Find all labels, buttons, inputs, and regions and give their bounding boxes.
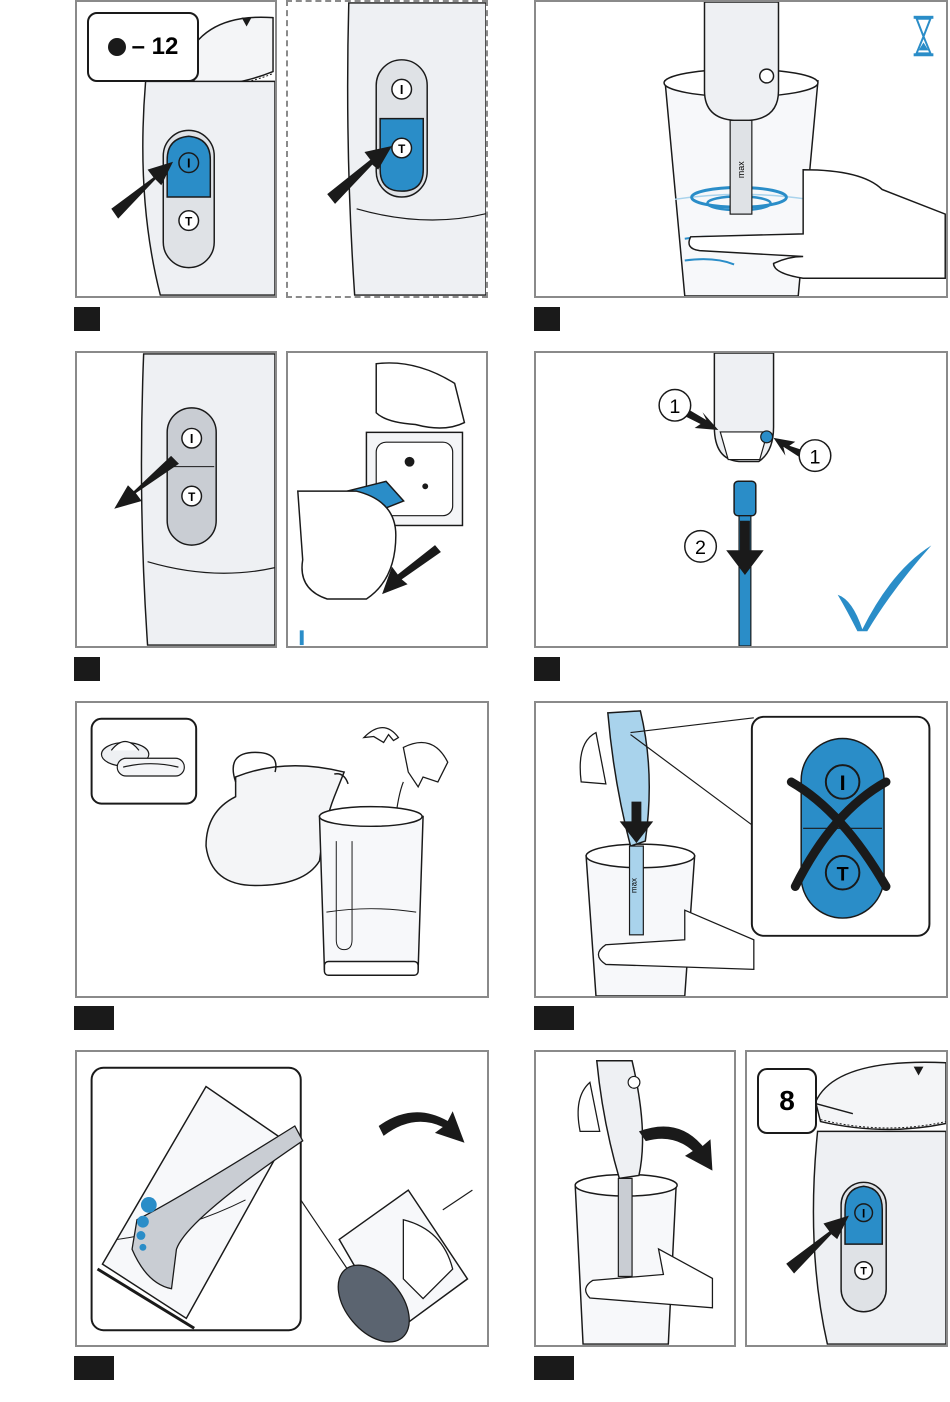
pull-down-arrow-icon [726,521,763,575]
checkmark-icon [838,545,932,631]
lift-arrow-icon [639,1126,713,1170]
panel-turbo-press: I T [286,0,488,298]
panel-speed-select: I T – 12 [75,0,277,298]
blend-in-cup-illustration: max [536,2,946,296]
panel-no-buttons: max I T [534,701,948,998]
step-marker [534,1356,574,1380]
panel-release-button: I T [75,351,277,648]
unplug-illustration [288,353,486,646]
panel-lift-blender [534,1050,736,1347]
release-button[interactable] [761,431,773,443]
panel-unplug [286,351,488,648]
panel-speed-final: I T 8 [745,1050,948,1347]
tall-cup [319,816,423,969]
on-button-label: I [187,156,191,171]
on-button-label: I [190,431,194,446]
lift-blender-illustration [536,1052,734,1345]
panel-add-ingredients [75,701,489,998]
step-marker [534,657,560,681]
detach-shaft-illustration: 1 1 2 [536,353,946,646]
step-number-1: 1 [669,396,680,418]
panel-tilt-cup [75,1050,489,1347]
step-marker [534,307,560,331]
turbo-button-label: T [837,864,849,886]
turbo-button-label: T [185,215,193,228]
turbo-button-label: T [860,1265,867,1277]
add-ingredients-illustration [77,703,487,996]
on-button-label: I [840,770,846,795]
speed-callout-text: – 12 [132,33,179,61]
rotate-arrow-icon [379,1111,465,1143]
tilt-cup-illustration [77,1052,487,1345]
step-marker [74,1356,114,1380]
panel-blend-in-cup: max [534,0,948,298]
no-buttons-illustration: max I T [536,703,946,996]
step-marker [74,1006,114,1030]
step-marker [534,1006,574,1030]
turbo-button-label: T [398,143,406,156]
step-number-2: 2 [695,537,706,559]
turbo-press-illustration: I T [288,2,486,296]
speed-callout-text: 8 [779,1085,795,1117]
on-button-label: I [862,1208,865,1221]
max-mark-label: max [629,878,638,893]
max-mark-label: max [736,161,746,178]
step-marker [74,657,100,681]
step-marker [74,307,100,331]
hourglass-icon [914,16,934,56]
release-button-illustration: I T [77,353,275,646]
step-number-1b: 1 [810,446,821,468]
speed-callout: – 12 [87,12,199,82]
turbo-button-label: T [188,491,196,504]
filled-dot-icon [108,38,126,56]
speed-callout: 8 [757,1068,817,1134]
on-button-label: I [400,82,404,97]
panel-detach-shaft: 1 1 2 [534,351,948,648]
